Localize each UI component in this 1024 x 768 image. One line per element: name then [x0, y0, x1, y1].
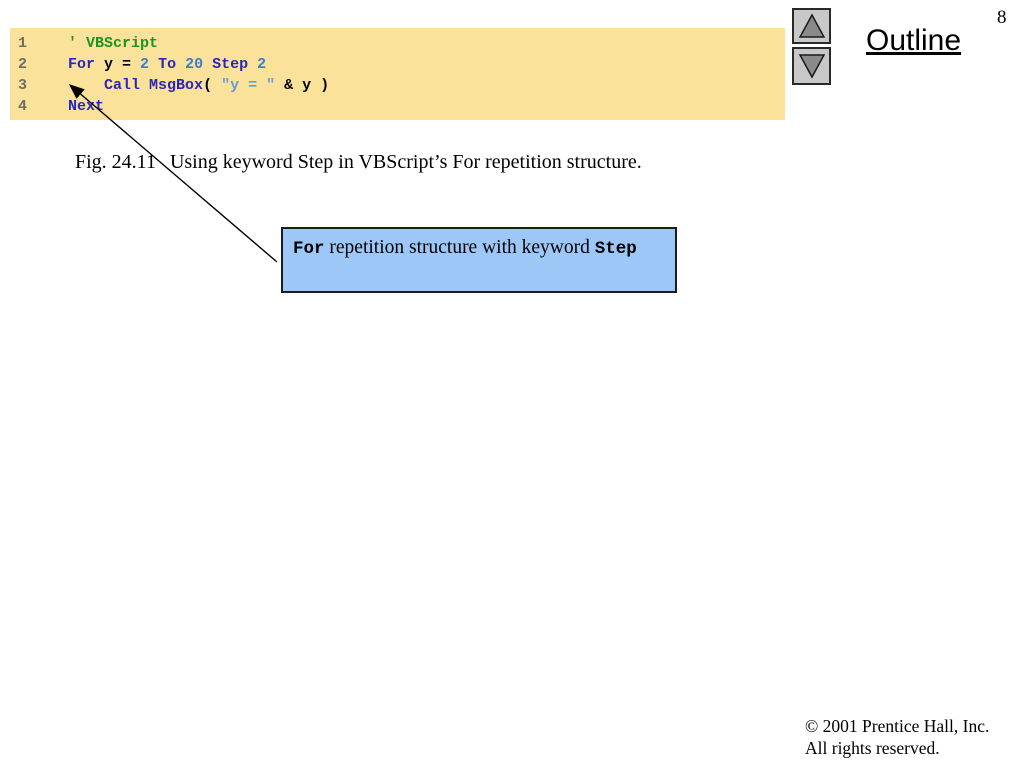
code-token-number: 20 — [185, 56, 204, 73]
code-line: 3 Call MsgBox( "y = " & y ) — [10, 75, 785, 96]
code-token-plain: & y ) — [275, 77, 330, 94]
code-token-keyword: For — [68, 56, 96, 73]
page-number: 8 — [997, 7, 1007, 28]
footer-copyright-line2: All rights reserved. — [805, 737, 940, 758]
code-token-keyword: MsgBox — [149, 77, 204, 94]
figure-caption: Fig. 24.11 Using keyword Step in VBScript… — [75, 151, 642, 174]
code-token-plain — [248, 56, 257, 73]
code-token-plain — [149, 56, 158, 73]
footer-copyright: © 2001 Prentice Hall, Inc. All rights re… — [805, 716, 989, 759]
code-token-keyword: Next — [68, 98, 105, 115]
code-token-plain: ( — [203, 77, 222, 94]
outline-link[interactable]: Outline — [866, 24, 962, 57]
code-token-keyword: To — [158, 56, 177, 73]
code-line-number: 4 — [18, 98, 28, 115]
code-token-number: 2 — [140, 56, 150, 73]
down-triangle-icon — [797, 52, 827, 80]
figure-caption-text: Using keyword Step in VBScript’s For rep… — [169, 151, 642, 173]
code-token-number: 2 — [257, 56, 267, 73]
up-triangle-icon — [797, 12, 827, 40]
code-token-plain — [176, 56, 185, 73]
nav-up-button[interactable] — [792, 8, 831, 44]
callout-keyword: Step — [594, 239, 637, 259]
footer-copyright-line1: © 2001 Prentice Hall, Inc. — [805, 716, 990, 736]
code-line: 4 Next — [10, 96, 785, 117]
code-token-keyword: Call — [104, 77, 141, 94]
code-line: 1 ' VBScript — [10, 33, 785, 54]
code-line: 2 For y = 2 To 20 Step 2 — [10, 54, 785, 75]
code-token-keyword: Step — [212, 56, 249, 73]
code-token-plain: y = — [95, 56, 141, 73]
code-line-number: 2 — [18, 56, 28, 73]
code-line-number: 1 — [18, 35, 28, 52]
code-listing-panel: 1 ' VBScript 2 For y = 2 To 20 Step 2 3 Call… — [10, 28, 785, 120]
code-line-number: 3 — [18, 77, 28, 94]
code-token-plain — [68, 77, 104, 94]
callout-keyword: For — [293, 239, 325, 259]
figure-caption-number: Fig. 24.11 — [75, 151, 156, 173]
nav-down-button[interactable] — [792, 47, 831, 85]
callout-text: repetition structure with keyword — [324, 237, 595, 258]
code-token-plain — [140, 77, 149, 94]
code-token-comment: ' VBScript — [68, 35, 159, 52]
callout-box: For repetition structure with keyword St… — [281, 227, 677, 293]
code-token-plain — [203, 56, 212, 73]
code-token-string: "y = " — [221, 77, 276, 94]
